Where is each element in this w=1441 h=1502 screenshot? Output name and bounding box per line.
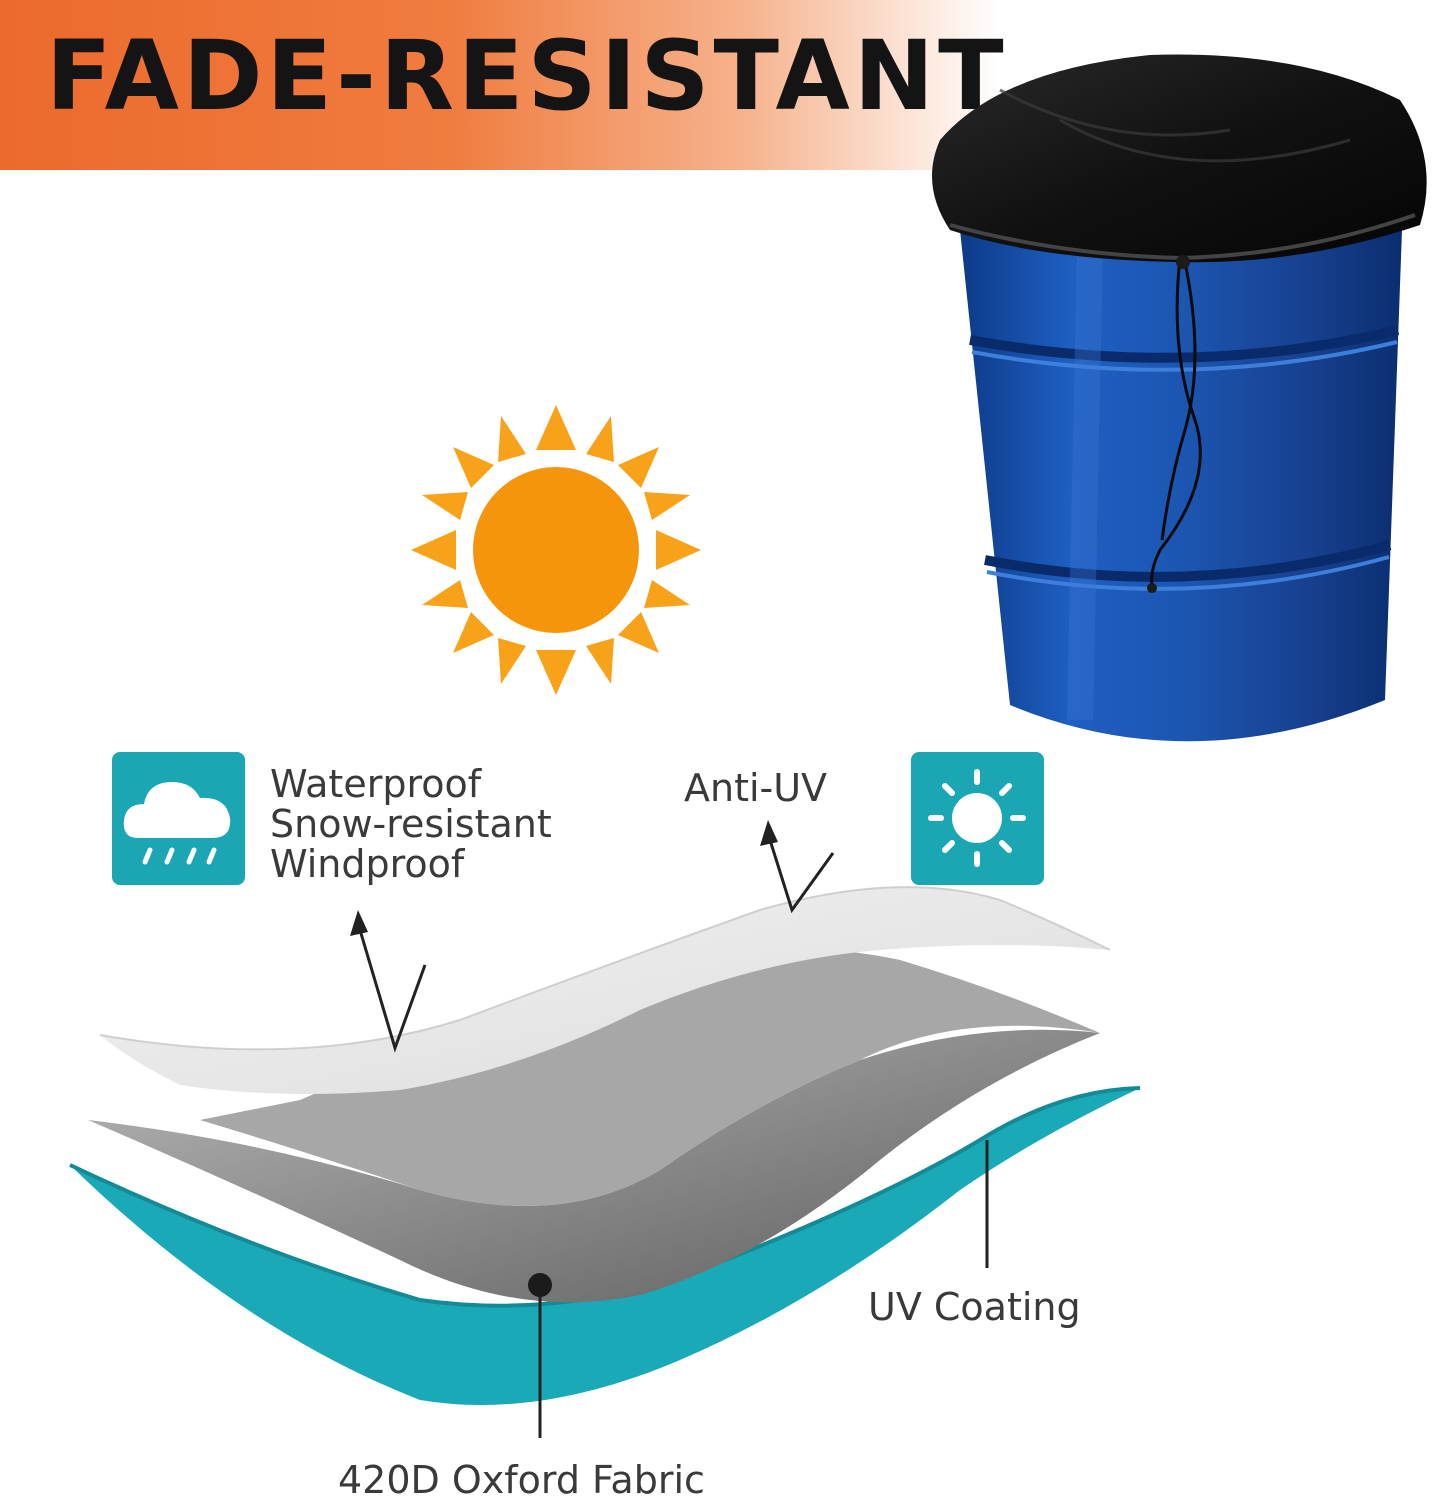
feature-windproof: Windproof <box>270 842 465 886</box>
title-banner: FADE-RESISTANT <box>0 0 1004 170</box>
barrel <box>960 230 1402 742</box>
sun-icon <box>911 752 1044 885</box>
sun-illustration <box>411 405 701 695</box>
feature-list: Waterproof Snow-resistant Windproof <box>270 764 552 884</box>
feature-anti-uv: Anti-UV <box>684 766 828 810</box>
pointer-arrowheads <box>350 820 778 936</box>
layer-label-uv-coating: UV Coating <box>868 1285 1081 1329</box>
rain-cloud-icon <box>112 752 245 885</box>
fabric-marker-dot <box>528 1273 552 1297</box>
feature-snow-resistant: Snow-resistant <box>270 802 552 846</box>
feature-waterproof: Waterproof <box>270 762 482 806</box>
fabric-layers <box>69 886 1141 1405</box>
banner-title: FADE-RESISTANT <box>46 20 1008 132</box>
layer-label-oxford-fabric: 420D Oxford Fabric <box>338 1458 705 1502</box>
drum-cover <box>932 54 1427 593</box>
pointer-lines <box>358 839 989 1438</box>
